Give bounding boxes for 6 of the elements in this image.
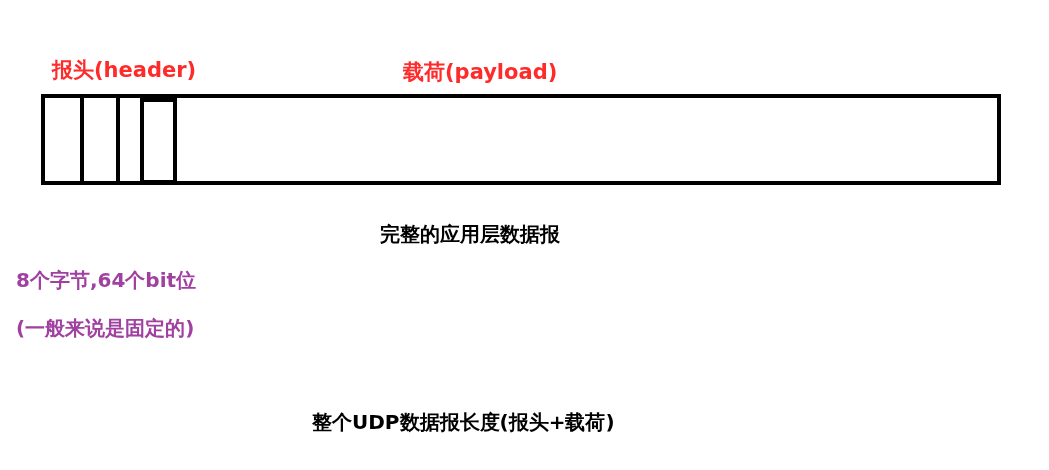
datagram-caption: 完整的应用层数据报 (380, 222, 560, 246)
header-size-note: 8个字节,64个bit位 (16, 268, 197, 292)
udp-length-caption: 整个UDP数据报长度(报头+载荷) (312, 410, 615, 434)
header-label: 报头(header) (52, 58, 197, 84)
header-fixed-note: (一般来说是固定的) (16, 316, 195, 340)
payload-label: 载荷(payload) (403, 60, 558, 86)
